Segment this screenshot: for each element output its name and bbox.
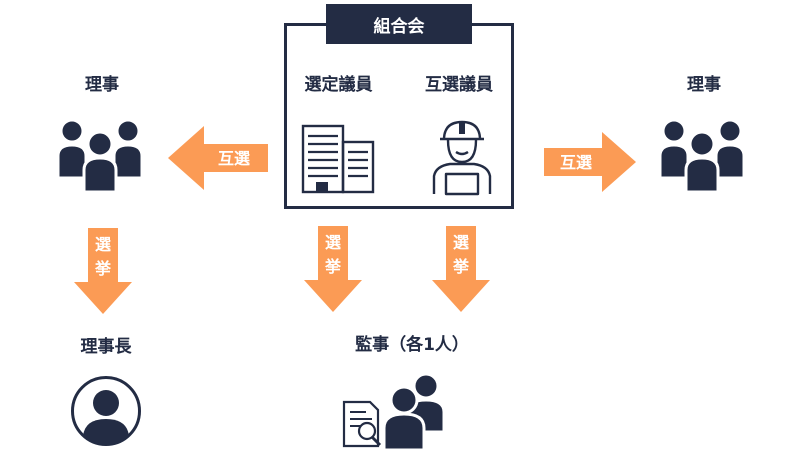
auditor-election-arrow-right: 選 挙 <box>432 226 490 312</box>
auditor-left-arrow-text-top: 選 <box>325 233 341 252</box>
chair-election-arrow: 選 挙 <box>74 228 132 314</box>
right-arrow-text: 互選 <box>560 153 592 172</box>
right-mutual-election-arrow: 互選 <box>544 132 636 192</box>
selected-members-label: 選定議員 <box>304 75 373 95</box>
chair-arrow-text-top: 選 <box>95 235 111 254</box>
chair-avatar-icon <box>71 376 141 446</box>
elected-members-label: 互選議員 <box>425 75 493 95</box>
auditor-right-arrow-text-bottom: 挙 <box>453 257 469 276</box>
left-people-icon <box>56 118 144 194</box>
buildings-icon <box>301 124 375 194</box>
auditor-election-arrow-left: 選 挙 <box>304 226 362 312</box>
auditor-right-arrow-text-top: 選 <box>453 233 469 252</box>
left-director-label: 理事 <box>85 75 119 95</box>
right-people-icon <box>658 118 746 194</box>
auditor-icon <box>342 372 446 450</box>
left-mutual-election-arrow: 互選 <box>168 126 268 190</box>
worker-icon <box>432 120 492 196</box>
auditor-left-arrow-text-bottom: 挙 <box>325 257 341 276</box>
chair-arrow-text-bottom: 挙 <box>95 259 111 278</box>
right-director-label: 理事 <box>687 75 721 95</box>
left-arrow-text: 互選 <box>218 149 250 168</box>
council-title: 組合会 <box>326 4 472 44</box>
auditor-label: 監事（各1人） <box>355 335 469 355</box>
chair-label: 理事長 <box>80 337 132 357</box>
